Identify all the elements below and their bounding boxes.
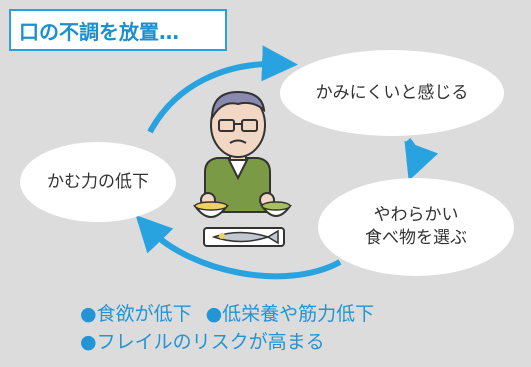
- outcome-malnutrition: ●低栄養や筋力低下: [205, 303, 375, 325]
- arrow-right-to-left: [135, 214, 342, 280]
- outcome-appetite-loss: ●食欲が低下: [80, 303, 192, 325]
- title-box: 口の不調を放置…: [9, 9, 227, 51]
- bubble-hard-to-chew-text: かみにくいと感じる: [315, 82, 469, 103]
- arrow-top-to-right: [404, 138, 439, 181]
- title-text: 口の不調を放置…: [19, 19, 179, 44]
- bubble-hard-to-chew: かみにくいと感じる: [280, 50, 504, 136]
- arrow-left-to-top: [147, 45, 298, 134]
- bubble-choose-soft-food-line1: やわらかい: [373, 205, 459, 226]
- bubble-choose-soft-food-line2: 食べ物を選ぶ: [365, 228, 467, 248]
- bubble-chewing-decline: かむ力の低下: [20, 142, 176, 222]
- bubble-chewing-decline-text: かむ力の低下: [47, 171, 149, 192]
- outcome-list: ●食欲が低下 ●低栄養や筋力低下 ●フレイルのリスクが高まる: [80, 300, 374, 356]
- bubble-choose-soft-food: やわらかい 食べ物を選ぶ: [318, 178, 514, 276]
- outcome-frailty-risk: ●フレイルのリスクが高まる: [80, 331, 325, 353]
- elderly-man-illustration: [193, 90, 292, 247]
